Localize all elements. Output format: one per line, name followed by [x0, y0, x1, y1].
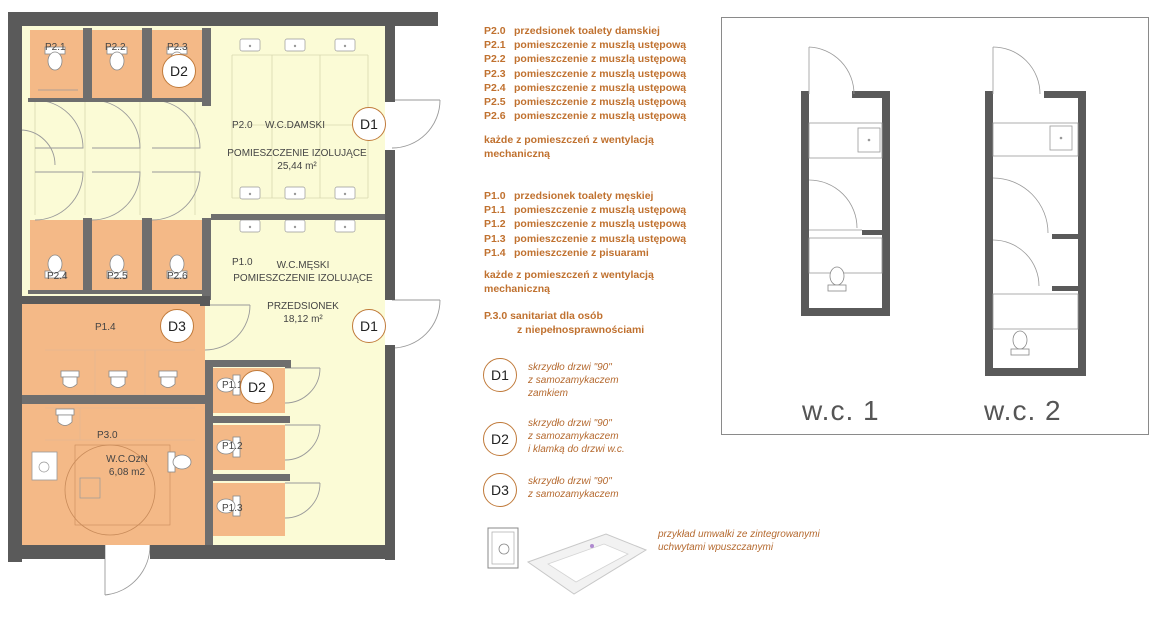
- label-p12: P1.2: [222, 441, 243, 452]
- legend-badge-d3: D3: [483, 473, 517, 507]
- door-badge-d1: D1: [352, 107, 386, 141]
- label-p26: P2.6: [167, 271, 188, 282]
- meski-sub: POMIESZCZENIE IZOLUJĄCE: [233, 273, 373, 284]
- label-p14: P1.4: [95, 322, 116, 333]
- damski-name: W.C.DAMSKI: [265, 120, 325, 131]
- wc1-label: w.c. 1: [802, 395, 880, 426]
- sink-illustration: [487, 527, 648, 595]
- label-p21: P2.1: [45, 42, 66, 53]
- floor-plan: P2.1 P2.2 P2.3 P2.4 P2.5 P2.6 P1.4 P3.0 …: [8, 12, 441, 596]
- ozn-name: W.C.OzN: [106, 454, 148, 465]
- meski-area: 18,12 m²: [283, 314, 323, 325]
- door-badge-d2: D2: [162, 54, 196, 88]
- wc2-label: w.c. 2: [984, 395, 1062, 426]
- damski-sub: POMIESZCZENIE IZOLUJĄCE: [227, 148, 367, 159]
- legend-badge-d1: D1: [483, 358, 517, 392]
- door-badge-d2: D2: [240, 370, 274, 404]
- wc-variants-drawing: [801, 46, 1086, 376]
- label-p24: P2.4: [47, 271, 68, 282]
- meski-name: W.C.MĘSKI: [277, 260, 330, 271]
- damski-area: 25,44 m²: [277, 161, 317, 172]
- label-p23: P2.3: [167, 42, 188, 53]
- label-p11: P1.1: [222, 380, 243, 391]
- meski-prz: PRZEDSIONEK: [267, 301, 339, 312]
- damski-code: P2.0: [232, 120, 253, 131]
- door-badge-d3: D3: [160, 309, 194, 343]
- legend-p30: P.3.0 sanitariat dla osób z niepełnospra…: [484, 310, 645, 337]
- wc-variants-panel: w.c. 1 w.c. 2: [721, 17, 1149, 435]
- legend-badge-d2: D2: [483, 422, 517, 456]
- label-p25: P2.5: [107, 271, 128, 282]
- door-badge-d1: D1: [352, 309, 386, 343]
- label-p22: P2.2: [105, 42, 126, 53]
- legend-women-note: każde z pomieszczeń z wentylacją mechani…: [484, 134, 654, 161]
- label-p13: P1.3: [222, 503, 243, 514]
- legend-men-note: każde z pomieszczeń z wentylacją mechani…: [484, 269, 654, 296]
- meski-code: P1.0: [232, 257, 253, 268]
- door-d3-desc: skrzydło drzwi "90"z samozamykaczem: [528, 476, 619, 500]
- ozn-area: 6,08 m2: [109, 467, 146, 478]
- label-p30: P3.0: [97, 430, 118, 441]
